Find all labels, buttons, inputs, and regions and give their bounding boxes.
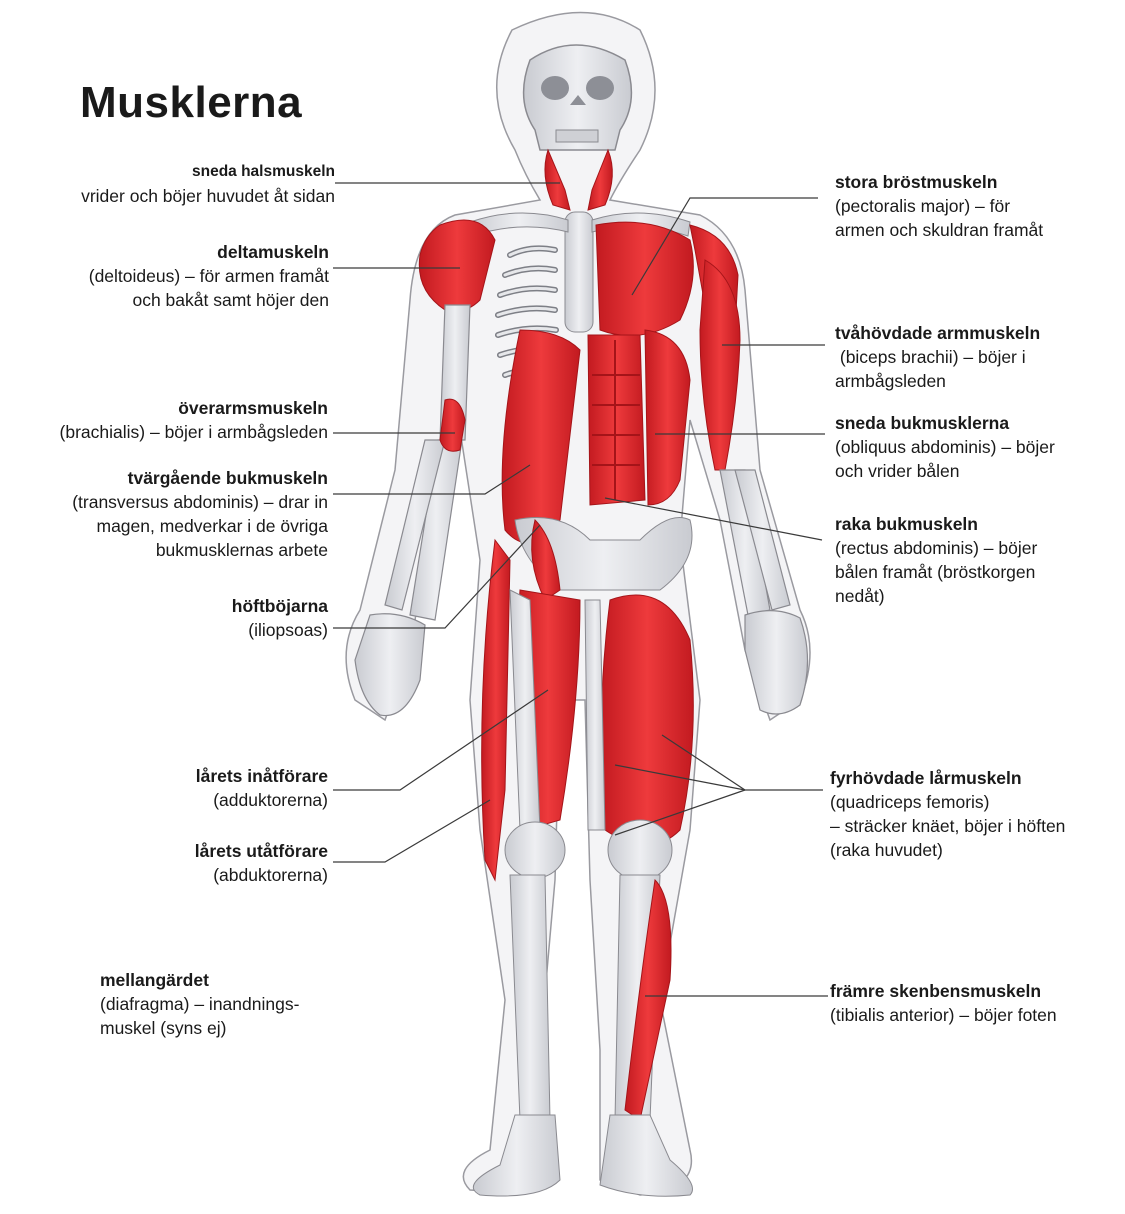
label-desc: (tibialis anterior) – böjer foten xyxy=(830,1003,1057,1027)
sternum xyxy=(565,212,593,332)
label-name: främre skenbensmuskeln xyxy=(830,979,1057,1003)
label-desc: vrider och böjer huvudet åt sidan xyxy=(81,184,335,208)
label-name: höftböjarna xyxy=(232,594,328,618)
label-desc: (obliquus abdominis) – böjer xyxy=(835,435,1055,459)
label-desc: (deltoideus) – för armen framåt xyxy=(89,264,329,288)
label-desc: och bakåt samt höjer den xyxy=(89,288,329,312)
label-larets-utatforare: lårets utåtförare (abduktorerna) xyxy=(195,839,328,887)
label-desc: (adduktorerna) xyxy=(196,788,328,812)
label-name: lårets utåtförare xyxy=(195,839,328,863)
label-tvahovdade-armmuskeln: tvåhövdade armmuskeln (biceps brachii) –… xyxy=(835,321,1040,393)
label-desc: bålen framåt (bröstkorgen xyxy=(835,560,1037,584)
label-hoftbojarna: höftböjarna (iliopsoas) xyxy=(232,594,328,642)
label-name: deltamuskeln xyxy=(89,240,329,264)
label-deltamuskeln: deltamuskeln (deltoideus) – för armen fr… xyxy=(89,240,329,312)
label-name: mellangärdet xyxy=(100,968,299,992)
page-title: Musklerna xyxy=(80,78,302,128)
label-desc: (brachialis) – böjer i armbågsleden xyxy=(60,420,328,444)
label-desc: och vrider bålen xyxy=(835,459,1055,483)
label-sneda-bukmusklerna: sneda bukmusklerna (obliquus abdominis) … xyxy=(835,411,1055,483)
label-name: tvåhövdade armmuskeln xyxy=(835,321,1040,345)
label-desc: (quadriceps femoris) xyxy=(830,790,1065,814)
label-name: raka bukmuskeln xyxy=(835,512,1037,536)
label-name: fyrhövdade lårmuskeln xyxy=(830,766,1065,790)
label-name: sneda halsmuskeln xyxy=(81,160,335,184)
label-fyrhovdade-larmuskeln: fyrhövdade lårmuskeln (quadriceps femori… xyxy=(830,766,1065,862)
label-name: lårets inåtförare xyxy=(196,764,328,788)
label-name: sneda bukmusklerna xyxy=(835,411,1055,435)
label-name: tvärgående bukmuskeln xyxy=(72,466,328,490)
label-name: överarmsmuskeln xyxy=(60,396,328,420)
label-desc: (transversus abdominis) – drar in xyxy=(72,490,328,514)
label-stora-brostmuskeln: stora bröstmuskeln (pectoralis major) – … xyxy=(835,170,1043,242)
label-desc: (raka huvudet) xyxy=(830,838,1065,862)
label-desc: nedåt) xyxy=(835,584,1037,608)
skull xyxy=(524,45,632,150)
label-raka-bukmuskeln: raka bukmuskeln (rectus abdominis) – böj… xyxy=(835,512,1037,608)
label-mellangardet: mellangärdet (diafragma) – inandnings- m… xyxy=(100,968,299,1040)
brachialis-muscle xyxy=(440,399,465,451)
pectoralis-muscle xyxy=(596,222,693,335)
label-desc: bukmusklernas arbete xyxy=(72,538,328,562)
label-framre-skenbensmuskeln: främre skenbensmuskeln (tibialis anterio… xyxy=(830,979,1057,1027)
label-desc: magen, medverkar i de övriga xyxy=(72,514,328,538)
label-desc: (diafragma) – inandnings- xyxy=(100,992,299,1016)
label-desc: (rectus abdominis) – böjer xyxy=(835,536,1037,560)
label-overarmsmuskeln: överarmsmuskeln (brachialis) – böjer i a… xyxy=(60,396,328,444)
label-desc: (pectoralis major) – för xyxy=(835,194,1043,218)
label-larets-inatforare: lårets inåtförare (adduktorerna) xyxy=(196,764,328,812)
label-desc: armbågsleden xyxy=(835,369,1040,393)
label-name: stora bröstmuskeln xyxy=(835,170,1043,194)
label-desc: (biceps brachii) – böjer i xyxy=(835,345,1040,369)
label-desc: – sträcker knäet, böjer i höften xyxy=(830,814,1065,838)
label-desc: muskel (syns ej) xyxy=(100,1016,299,1040)
label-sneda-halsmuskeln: sneda halsmuskeln vrider och böjer huvud… xyxy=(81,160,335,208)
label-tvargaende-bukmuskeln: tvärgående bukmuskeln (transversus abdom… xyxy=(72,466,328,562)
label-desc: (iliopsoas) xyxy=(232,618,328,642)
label-desc: (abduktorerna) xyxy=(195,863,328,887)
label-desc: armen och skuldran framåt xyxy=(835,218,1043,242)
